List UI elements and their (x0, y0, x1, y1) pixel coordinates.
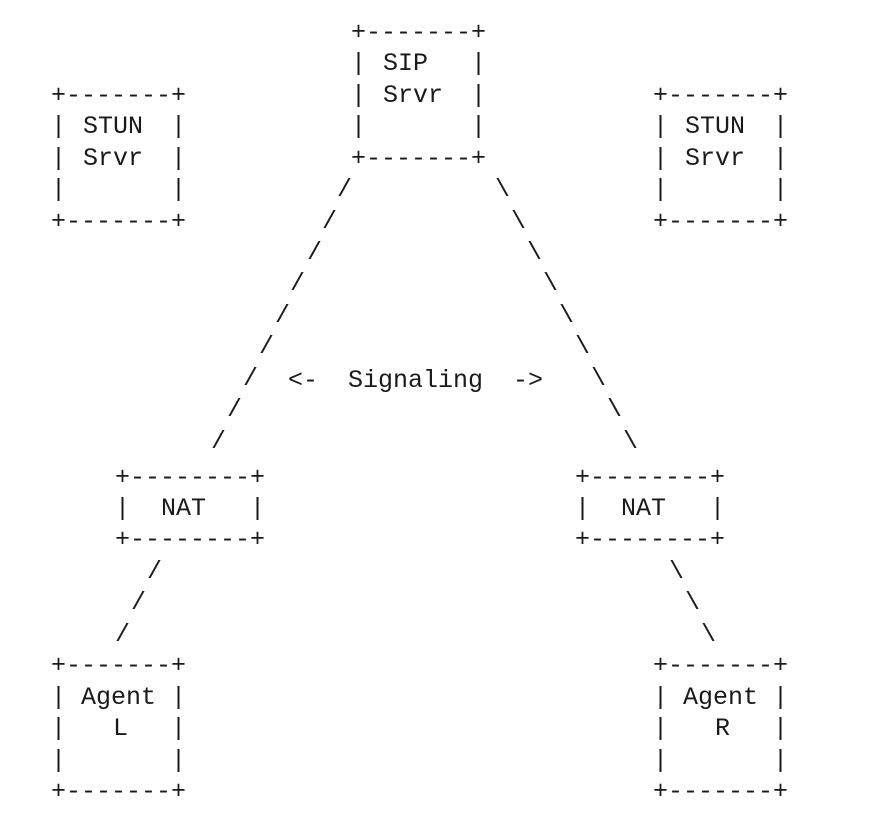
stun-server-right-box-bottom: +-------+ (653, 207, 789, 236)
agent-right-box-top: +-------+ (653, 651, 789, 680)
signaling-line-left: / (227, 395, 243, 424)
nat-agent-link-right: \ (701, 620, 717, 649)
sip-server-label-line2: Srvr (383, 80, 444, 112)
signaling-line-right: \ (511, 207, 527, 236)
sip-server-box-side: | | (351, 112, 487, 141)
sip-server-box-top: +-------+ (351, 18, 487, 47)
agent-right-box-side: | | (653, 683, 789, 712)
signaling-line-right: \ (495, 175, 511, 204)
stun-server-right-label-line1: STUN (685, 111, 746, 143)
signaling-line-right: \ (607, 395, 623, 424)
agent-right-label-line2: R (715, 713, 731, 745)
nat-left-box-top: +--------+ (115, 463, 266, 492)
signaling-line-right: \ (591, 364, 607, 393)
signaling-label: <- Signaling -> (288, 365, 544, 397)
signaling-line-left: / (337, 175, 353, 204)
nat-left-box-side: | | (115, 494, 266, 523)
signaling-line-right: \ (543, 269, 559, 298)
nat-agent-link-right: \ (669, 557, 685, 586)
nat-agent-link-right: \ (685, 588, 701, 617)
signaling-line-left: / (322, 207, 338, 236)
agent-right-box-side: | | (653, 746, 789, 775)
signaling-line-left: / (290, 269, 306, 298)
signaling-line-right: \ (575, 332, 591, 361)
agent-right-label-line1: Agent (683, 682, 759, 714)
agent-left-label-line2: L (113, 713, 129, 745)
stun-server-right-label-line2: Srvr (685, 143, 746, 175)
stun-server-left-box-side: | | (51, 175, 187, 204)
nat-agent-link-left: / (131, 588, 147, 617)
nat-agent-link-left: / (115, 620, 131, 649)
agent-left-box-bottom: +-------+ (51, 777, 187, 806)
signaling-line-left: / (259, 332, 275, 361)
stun-server-right-box-top: +-------+ (653, 81, 789, 110)
nat-right-box-bottom: +--------+ (575, 525, 726, 554)
stun-server-left-label-line2: Srvr (83, 143, 144, 175)
sip-server-label-line1: SIP (383, 48, 429, 80)
agent-right-box-bottom: +-------+ (653, 777, 789, 806)
stun-server-left-box-top: +-------+ (51, 81, 187, 110)
stun-server-right-box-side: | | (653, 175, 789, 204)
signaling-line-left: / (275, 301, 291, 330)
agent-right-box-side: | | (653, 714, 789, 743)
nat-right-label: NAT (621, 493, 667, 525)
agent-left-box-side: | | (51, 714, 187, 743)
nat-right-box-side: | | (575, 494, 726, 523)
stun-server-left-box-side: | | (51, 112, 187, 141)
agent-left-box-top: +-------+ (51, 651, 187, 680)
stun-server-left-label-line1: STUN (83, 111, 144, 143)
agent-left-box-side: | | (51, 683, 187, 712)
stun-server-left-box-bottom: +-------+ (51, 207, 187, 236)
stun-server-left-box-side: | | (51, 144, 187, 173)
signaling-line-left: / (307, 238, 323, 267)
signaling-line-right: \ (623, 427, 639, 456)
sip-server-box-side: | | (351, 81, 487, 110)
signaling-line-left: / (243, 364, 259, 393)
stun-server-right-box-side: | | (653, 144, 789, 173)
nat-right-box-top: +--------+ (575, 463, 726, 492)
signaling-line-left: / (211, 427, 227, 456)
agent-left-box-side: | | (51, 746, 187, 775)
agent-left-label-line1: Agent (81, 682, 157, 714)
nat-left-box-bottom: +--------+ (115, 525, 266, 554)
nat-left-label: NAT (161, 493, 207, 525)
nat-agent-link-left: / (147, 557, 163, 586)
stun-server-right-box-side: | | (653, 112, 789, 141)
signaling-line-right: \ (527, 238, 543, 267)
sip-server-box-bottom: +-------+ (351, 144, 487, 173)
sip-server-box-side: | | (351, 49, 487, 78)
signaling-line-right: \ (559, 301, 575, 330)
